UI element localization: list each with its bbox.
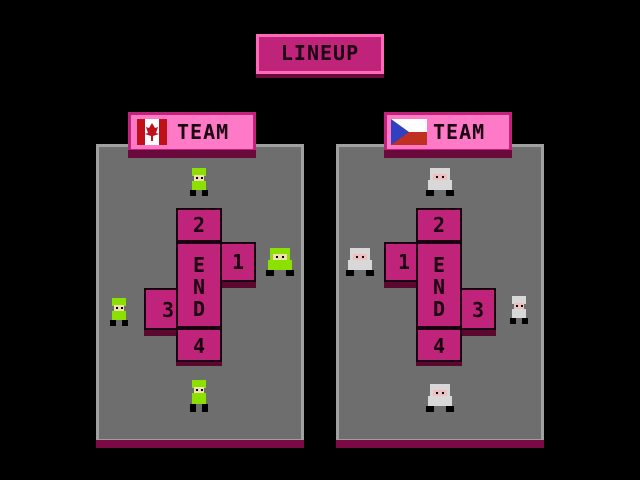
left-player-bottom[interactable] [186, 378, 214, 414]
left-player-goalie[interactable] [264, 246, 296, 278]
box-shadow [454, 326, 496, 336]
right-rink-base [336, 440, 544, 448]
left-team-header: TEAM [128, 112, 256, 152]
box-shadow [144, 326, 186, 336]
screen-title: LINEUP [280, 41, 360, 65]
left-end-n: N [192, 275, 206, 299]
right-team-header: TEAM [384, 112, 512, 152]
czech-flag-icon [391, 119, 427, 145]
right-player-goalie[interactable] [344, 246, 376, 278]
left-position-4[interactable]: 4 [176, 328, 222, 362]
left-player-top[interactable] [186, 166, 214, 198]
right-player-bottom[interactable] [424, 382, 456, 414]
right-position-4[interactable]: 4 [416, 328, 462, 362]
right-end-box[interactable]: E N D [416, 242, 462, 328]
left-end-d: D [192, 297, 206, 321]
box-shadow [384, 278, 426, 288]
left-end-e: E [192, 253, 206, 277]
right-position-2[interactable]: 2 [416, 208, 462, 242]
left-position-2[interactable]: 2 [176, 208, 222, 242]
right-end-e: E [432, 253, 446, 277]
left-end-box[interactable]: E N D [176, 242, 222, 328]
left-team-header-shadow [128, 150, 256, 158]
box-shadow [214, 278, 256, 288]
left-rink-base [96, 440, 304, 448]
right-team-header-shadow [384, 150, 512, 158]
right-team-label: TEAM [433, 120, 486, 144]
title-plate: LINEUP [256, 34, 384, 74]
right-end-n: N [432, 275, 446, 299]
right-player-right[interactable] [506, 294, 534, 326]
left-player-left[interactable] [106, 296, 134, 328]
right-player-top[interactable] [424, 166, 456, 198]
right-end-d: D [432, 297, 446, 321]
canada-flag-icon [137, 119, 167, 145]
left-team-label: TEAM [177, 120, 230, 144]
